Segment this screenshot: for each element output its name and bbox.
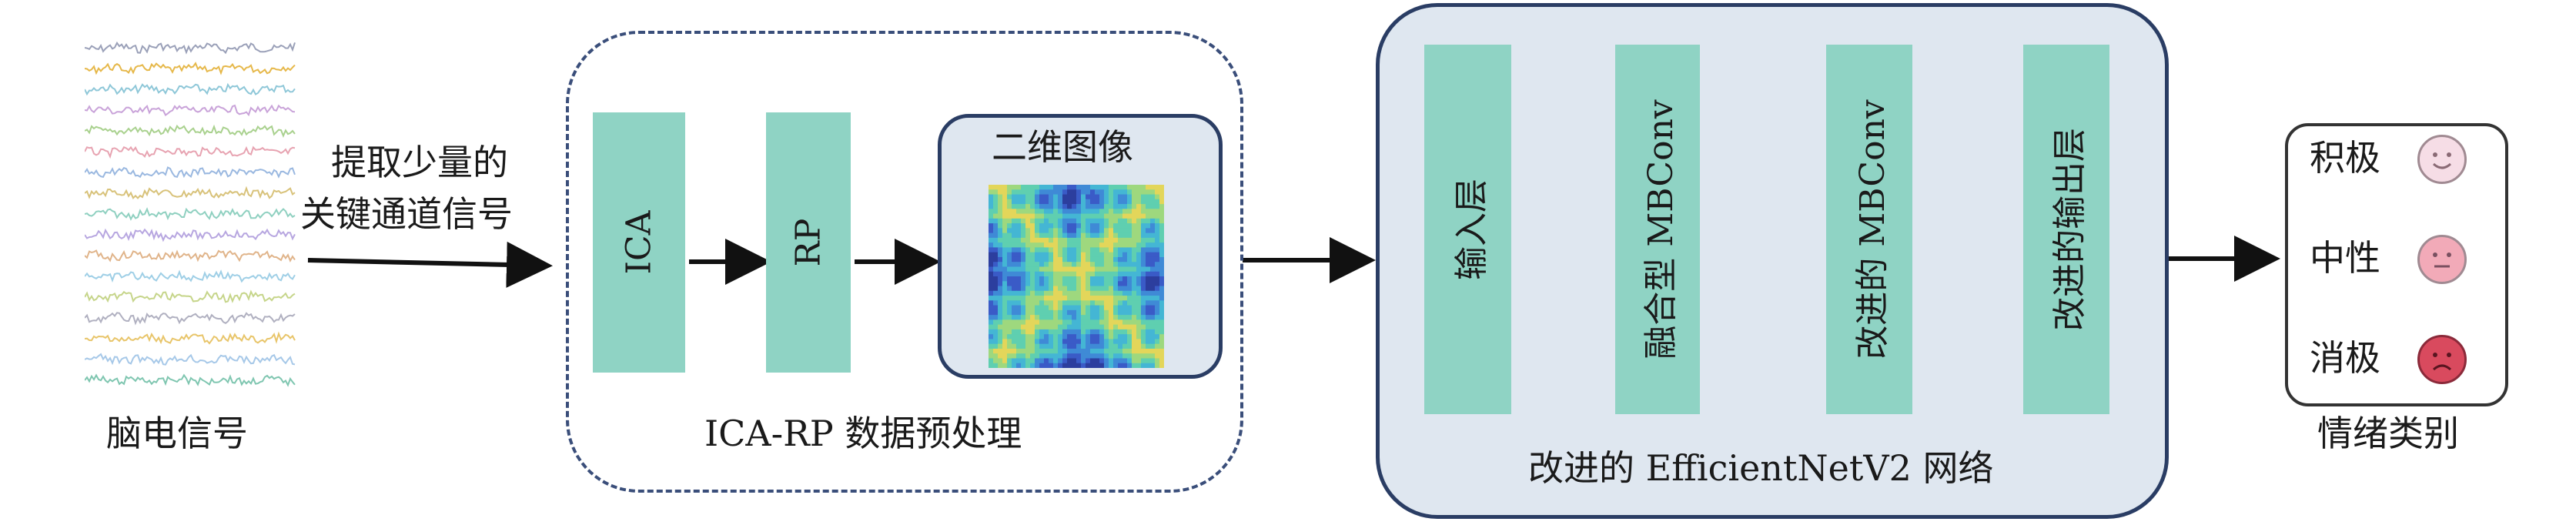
improved-output-layer-label: 改进的输出层 [2050,128,2089,331]
eeg-caption: 脑电信号 [106,413,248,454]
sad-face-icon [2417,335,2467,384]
improved-mbconv-block: 改进的 MBConv [1826,45,1912,414]
rp-label: RP [788,218,828,267]
recurrence-plot-image [989,185,1164,368]
eeg-trace [85,124,296,138]
improved-mbconv-label: 改进的 MBConv [1853,99,1892,359]
image-title: 二维图像 [992,126,1133,168]
preprocess-group-label: ICA-RP 数据预处理 [704,413,1022,454]
eeg-trace [85,331,296,345]
eeg-trace [85,373,296,387]
ica-block: ICA [593,112,685,373]
eeg-trace [85,104,296,117]
input-layer-label: 输入层 [1451,179,1491,280]
eeg-trace [85,82,296,96]
class-neutral-label: 中性 [2310,237,2380,279]
eeg-trace [85,62,296,75]
eeg-trace [85,269,296,283]
improved-output-layer-block: 改进的输出层 [2023,45,2109,414]
fused-mbconv-block: 融合型 MBConv [1615,45,1700,414]
eeg-trace [85,312,296,326]
rp-block: RP [766,112,851,373]
eeg-trace [85,145,296,159]
neutral-face-icon [2417,235,2467,284]
eeg-trace [85,353,296,366]
extract-label-line2: 关键通道信号 [300,193,513,235]
eeg-trace [85,41,296,55]
fused-mbconv-label: 融合型 MBConv [1641,99,1681,359]
eeg-trace [85,249,296,263]
emotion-classes-caption: 情绪类别 [2317,413,2459,454]
eeg-trace [85,289,296,303]
arrow-eeg-to-ica [307,241,553,288]
eeg-trace [85,166,296,179]
emotion-classes-box [2285,123,2508,406]
eeg-waveforms [85,41,296,387]
smiling-face-icon [2417,135,2467,184]
extract-label-line1: 提取少量的 [331,142,508,183]
class-positive-label: 积极 [2310,137,2380,179]
ica-label: ICA [619,210,659,275]
input-layer-block: 输入层 [1424,45,1511,414]
network-group-label: 改进的 EfficientNetV2 网络 [1528,447,1994,489]
preprocess-group [566,31,1243,493]
eeg-trace [85,228,296,242]
eeg-trace [85,207,296,221]
class-negative-label: 消极 [2310,337,2380,379]
eeg-trace [85,186,296,200]
